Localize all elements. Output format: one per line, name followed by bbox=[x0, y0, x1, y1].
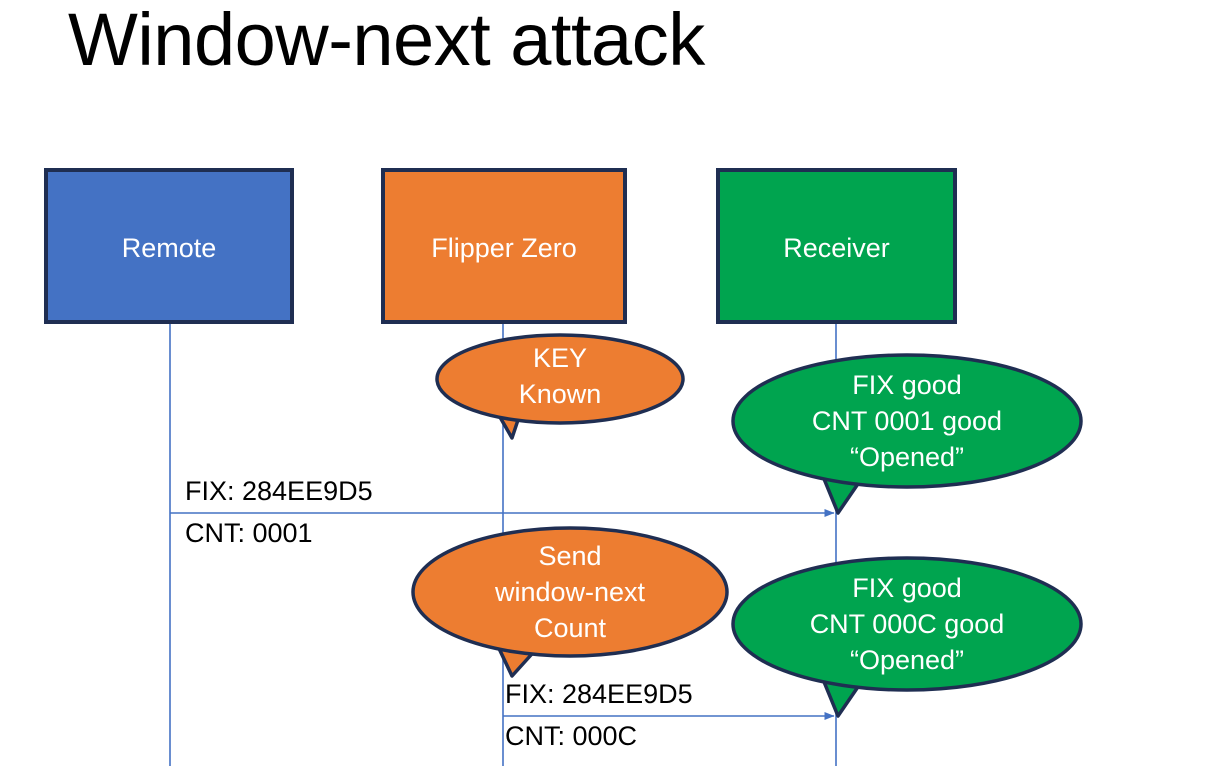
message-label-cnt-2: CNT: 000C bbox=[505, 721, 638, 751]
actor-box-flipper-zero[interactable] bbox=[381, 168, 627, 324]
callout-text-send-window-next: Send window-next Count bbox=[413, 538, 727, 647]
actor-label-remote: Remote bbox=[121, 233, 217, 263]
callout-key-known-body bbox=[435, 333, 685, 425]
callout-line: KEY bbox=[532, 343, 588, 373]
callout-send-window-next[interactable] bbox=[411, 526, 729, 678]
message-label-fix-2: FIX: 284EE9D5 bbox=[505, 679, 693, 709]
callout-text-receiver-verdict-1: FIX good CNT 0001 good “Opened” bbox=[733, 367, 1081, 476]
callout-line: Count bbox=[533, 613, 607, 644]
callout-line: FIX good bbox=[852, 573, 962, 603]
actor-boxes-group bbox=[44, 168, 957, 324]
callout-text-receiver-verdict-2: FIX good CNT 000C good “Opened” bbox=[733, 570, 1081, 679]
callout-receiver-verdict-1-body bbox=[731, 353, 1083, 489]
callout-line: “Opened” bbox=[849, 645, 965, 676]
actor-label-flipper-zero: Flipper Zero bbox=[431, 233, 577, 263]
message-label-fix-1: FIX: 284EE9D5 bbox=[185, 476, 373, 506]
page-title: Window-next attack bbox=[68, 0, 705, 81]
message-label-cnt-1: CNT: 0001 bbox=[185, 518, 313, 548]
callout-line: FIX good bbox=[852, 370, 962, 400]
callout-key-known[interactable] bbox=[435, 333, 685, 440]
callout-send-window-next-body bbox=[411, 526, 729, 658]
callout-line: Send bbox=[538, 541, 602, 571]
callout-receiver-verdict-2-body bbox=[731, 556, 1083, 692]
callout-text-key-known: KEY Known bbox=[437, 340, 683, 412]
callout-line: “Opened” bbox=[849, 442, 965, 473]
callout-line: CNT 0001 good bbox=[811, 406, 1003, 437]
callout-line: CNT 000C good bbox=[809, 609, 1005, 640]
callout-line: Known bbox=[518, 379, 602, 410]
actor-box-receiver[interactable] bbox=[716, 168, 957, 324]
callout-receiver-verdict-1[interactable] bbox=[731, 353, 1083, 515]
callout-line: window-next bbox=[494, 577, 646, 608]
callout-receiver-verdict-2[interactable] bbox=[731, 556, 1083, 718]
actor-label-receiver: Receiver bbox=[783, 233, 890, 263]
actor-box-remote[interactable] bbox=[44, 168, 294, 324]
messages-group bbox=[170, 509, 835, 720]
